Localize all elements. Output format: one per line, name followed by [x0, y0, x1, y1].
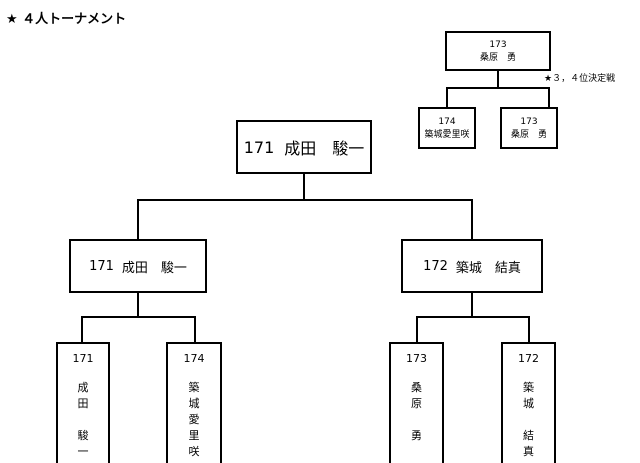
player-box-173: 173 桑 原 勇	[389, 342, 444, 463]
player-172-char: 結	[523, 429, 534, 442]
third-place-winner-box: 173 桑原 勇	[445, 31, 551, 71]
semi-right-name: 築城 結真	[455, 260, 521, 276]
player-174-char: 愛	[188, 413, 200, 426]
third-place-left-box: 174 築城愛里咲	[418, 107, 476, 149]
semi-right-number: 172	[423, 258, 448, 274]
third-place-label: ★３，４位決定戦	[544, 74, 616, 84]
player-173-number: 173	[406, 352, 427, 365]
semi-left-name: 成田 駿一	[121, 260, 187, 276]
third-place-winner-name: 桑原 勇	[479, 52, 516, 63]
player-174-char: 咲	[188, 445, 200, 458]
player-174-number: 174	[183, 352, 205, 365]
third-place-right-number: 173	[520, 116, 538, 127]
player-174-char: 城	[188, 397, 200, 410]
semi-right-box: 172 築城 結真	[401, 239, 543, 293]
player-174-char: 里	[188, 429, 200, 442]
third-place-right-name: 桑原 勇	[510, 129, 547, 140]
champion-name: 成田 駿一	[284, 139, 365, 158]
player-box-174: 174 築 城 愛 里 咲	[166, 342, 222, 463]
player-box-172: 172 築 城 結 真	[501, 342, 556, 463]
player-171-char: 一	[77, 445, 89, 458]
third-place-right-box: 173 桑原 勇	[500, 107, 558, 149]
player-174-char: 築	[188, 381, 200, 394]
player-172-char: 築	[523, 381, 534, 394]
page-title: ★ ４人トーナメント	[6, 12, 127, 27]
player-box-171: 171 成 田 駿 一	[56, 342, 110, 463]
player-171-char: 成	[77, 381, 89, 394]
player-173-char: 原	[411, 397, 422, 410]
semi-left-number: 171	[89, 258, 114, 274]
player-172-number: 172	[518, 352, 539, 365]
third-place-left-number: 174	[438, 116, 456, 127]
player-173-char: 桑	[411, 381, 422, 394]
player-171-char: 駿	[77, 429, 89, 442]
champion-box: 171 成田 駿一	[236, 120, 372, 174]
third-place-winner-number: 173	[489, 39, 507, 50]
player-173-char: 勇	[411, 429, 422, 442]
player-172-char: 城	[523, 397, 534, 410]
semi-left-box: 171 成田 駿一	[69, 239, 207, 293]
player-171-char: 田	[77, 397, 89, 410]
player-171-number: 171	[72, 352, 94, 365]
third-place-left-name: 築城愛里咲	[424, 129, 470, 140]
player-172-char: 真	[523, 445, 534, 458]
champion-number: 171	[243, 137, 275, 157]
